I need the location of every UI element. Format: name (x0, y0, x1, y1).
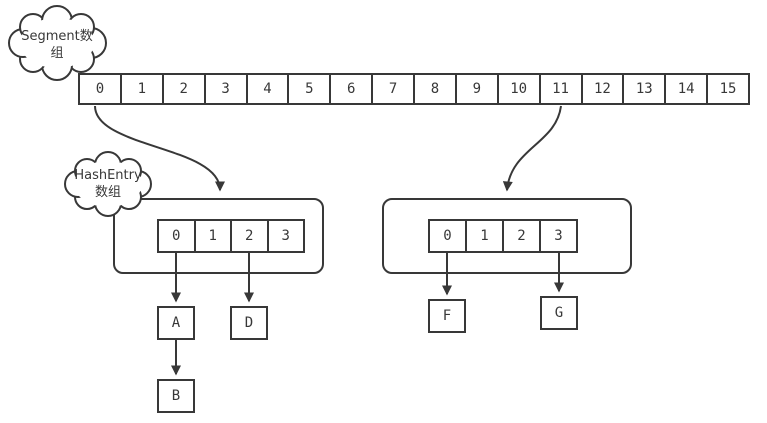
segment-array-cell: 14 (664, 75, 706, 103)
segment-cloud-label: Segment数 组 (14, 28, 100, 62)
segment-array-cell: 11 (538, 75, 581, 103)
right-entry-cell: 2 (502, 221, 539, 251)
right-entry-cell: 1 (465, 221, 502, 251)
node-a: A (157, 306, 195, 340)
segment-cloud-label-line1: Segment数 (21, 29, 93, 44)
left-entry-array: 0 1 2 3 (157, 219, 305, 253)
left-entry-cell: 0 (172, 228, 181, 244)
segment-array-cell: 15 (706, 75, 748, 103)
segment-array-cell: 10 (496, 75, 539, 103)
segment-array-cell: 7 (371, 75, 413, 103)
segment-array-cell: 6 (329, 75, 371, 103)
segment-cloud-label-line2: 组 (50, 46, 64, 61)
node-g: G (540, 296, 578, 330)
hashentry-cloud-label-line2: 数组 (94, 185, 121, 200)
segment-array-cell: 0 (95, 81, 105, 97)
segment-array-cell: 4 (245, 75, 288, 103)
left-entry-cell: 1 (193, 221, 231, 251)
segment-array-cell: 5 (287, 75, 329, 103)
segment-array-cell: 13 (622, 75, 664, 103)
node-b: B (157, 379, 195, 413)
node-f: F (428, 299, 466, 333)
left-entry-cell: 2 (230, 221, 267, 251)
segment-array-cell: 8 (413, 75, 455, 103)
segment-array-cell: 3 (203, 75, 246, 103)
segment-array-cell: 12 (580, 75, 623, 103)
segment-array: 0 1 2 3 4 5 6 7 8 9 10 11 12 13 14 15 (78, 73, 750, 105)
right-entry-cell: 3 (539, 221, 576, 251)
segment-array-cell: 1 (119, 75, 162, 103)
arrow-segment11-to-right-bucket (502, 105, 562, 192)
right-entry-array: 0 1 2 3 (428, 219, 578, 253)
node-d: D (230, 306, 268, 340)
segment-array-cell: 2 (161, 75, 204, 103)
hashentry-cloud-label: HashEntry 数组 (66, 167, 150, 201)
segment-array-cell: 9 (454, 75, 497, 103)
left-entry-cell: 3 (266, 221, 304, 251)
right-entry-cell: 0 (443, 228, 452, 244)
hashentry-cloud-label-line1: HashEntry (74, 168, 142, 183)
